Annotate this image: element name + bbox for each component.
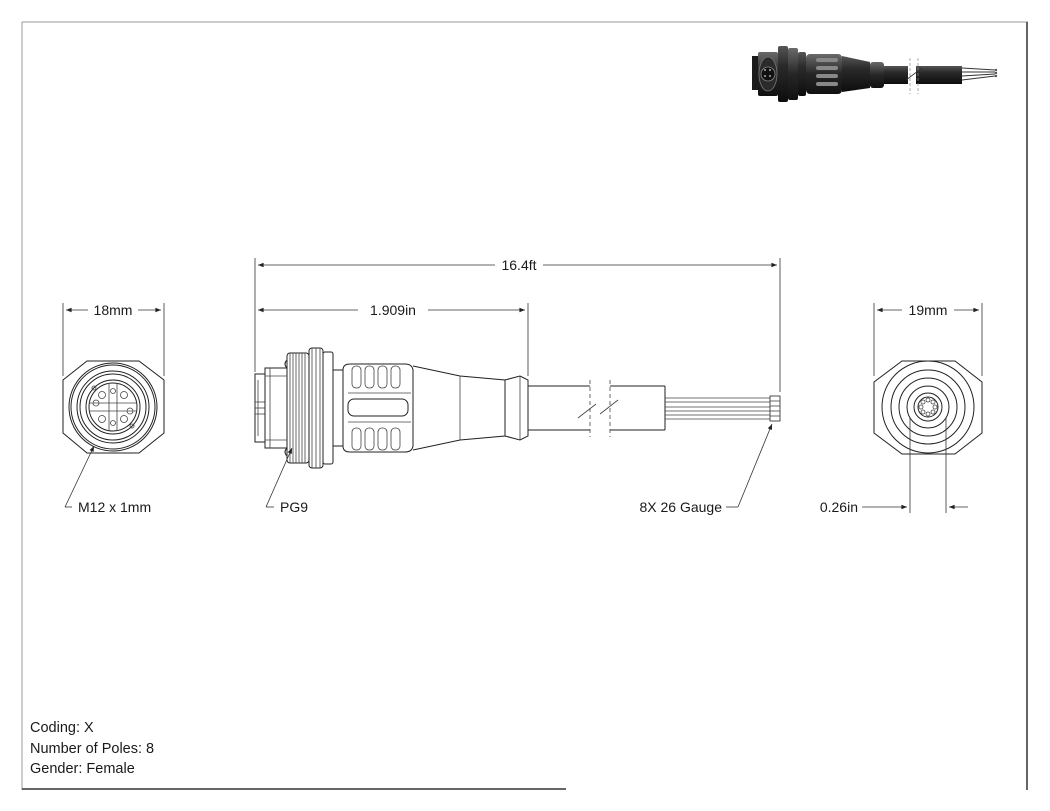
sheet-border <box>21 21 1028 790</box>
overall-length-label: 16.4ft <box>501 257 536 273</box>
wire-gauge-label: 8X 26 Gauge <box>639 499 722 515</box>
front-view <box>62 360 165 454</box>
pin-circle-label: 0.26in <box>820 499 858 515</box>
thread-callout-label: M12 x 1mm <box>78 499 151 515</box>
poles-note: Number of Poles: 8 <box>30 740 155 757</box>
rear-width-dimension: 19mm <box>873 302 983 376</box>
front-width-label: 18mm <box>94 302 133 318</box>
shell-length-label: 1.909in <box>370 302 416 318</box>
panel-thread-label: PG9 <box>280 499 308 515</box>
front-width-dimension: 18mm <box>62 302 165 376</box>
overall-length-dimension: 16.4ft <box>254 257 781 392</box>
side-view <box>254 347 781 469</box>
rear-width-label: 19mm <box>909 302 948 318</box>
coding-note: Coding: X <box>30 720 94 736</box>
pin-circle-dimension: 0.26in <box>820 418 968 515</box>
thread-callout: M12 x 1mm <box>64 445 151 515</box>
spec-notes: Coding: X Number of Poles: 8 Gender: Fem… <box>30 718 154 780</box>
rear-view <box>873 360 983 455</box>
wire-gauge-callout: 8X 26 Gauge <box>639 423 773 515</box>
shell-length-dimension: 1.909in <box>257 302 529 376</box>
gender-note: Gender: Female <box>30 761 135 777</box>
panel-thread-callout: PG9 <box>265 447 308 515</box>
product-thumbnail <box>752 46 998 102</box>
